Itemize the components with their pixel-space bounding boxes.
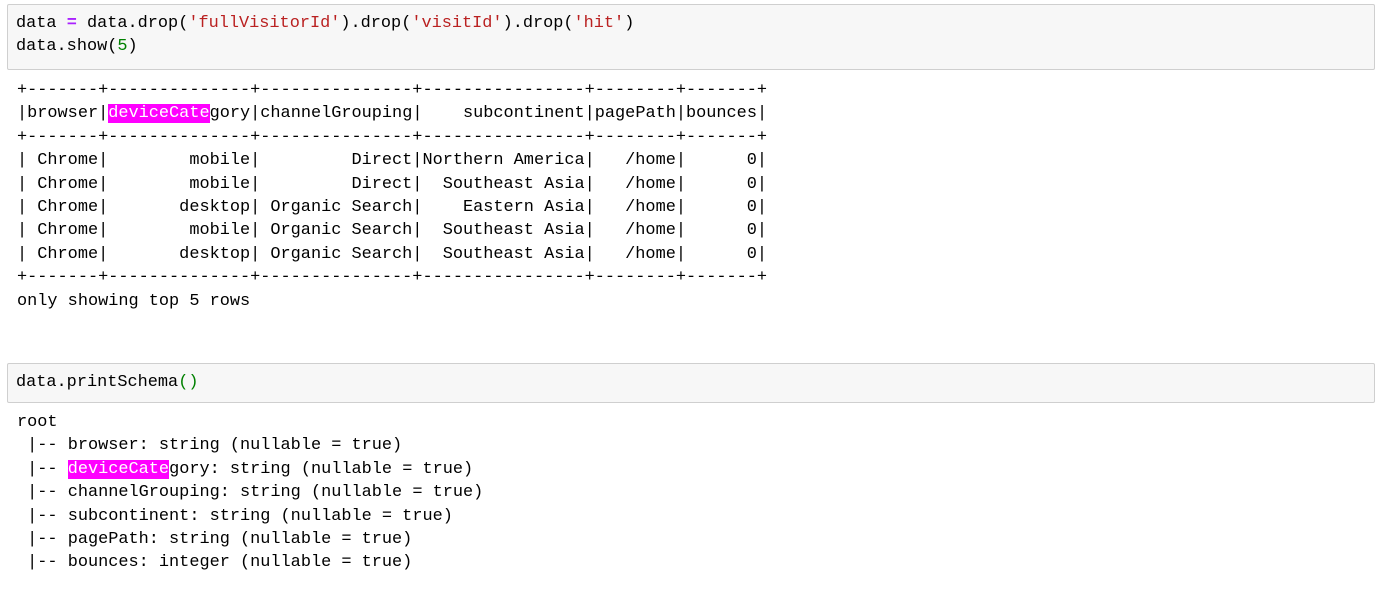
field-text: channelGrouping: string (nullable = true…: [67, 483, 484, 503]
tree-branch: |--: [17, 553, 68, 573]
field-text: subcontinent: string (nullable = true): [67, 506, 453, 526]
table-border: +-------+--------------+---------------+…: [17, 127, 768, 147]
number-literal: 5: [117, 37, 128, 57]
string-literal: 'fullVisitorId': [188, 14, 341, 33]
schema-field: |-- browser: string (nullable = true): [17, 434, 1367, 457]
schema-field: |-- channelGrouping: string (nullable = …: [17, 481, 1367, 504]
code-cell-print-schema[interactable]: data.printSchema(): [7, 363, 1375, 403]
tree-branch: |--: [17, 506, 68, 526]
table-row: | Chrome| mobile| Organic Search| Southe…: [17, 221, 768, 241]
table-row: | Chrome| mobile| Direct|Northern Americ…: [17, 151, 768, 171]
schema-root: root: [17, 413, 58, 432]
assign-operator: =: [66, 14, 77, 33]
code-token: data: [16, 14, 67, 33]
field-text: browser: string (nullable = true): [67, 436, 403, 456]
schema-field: |-- bounces: integer (nullable = true): [17, 551, 1367, 574]
code-line: data = data.drop('fullVisitorId').drop('…: [16, 12, 1374, 35]
field-text: pagePath: string (nullable = true): [67, 529, 413, 549]
tree-branch: |--: [17, 483, 68, 503]
code-token: data.printSchema: [16, 373, 179, 392]
output-footer: only showing top 5 rows: [17, 291, 251, 311]
schema-fields: |-- browser: string (nullable = true) |-…: [17, 434, 1367, 574]
field-text: bounces: integer (nullable = true): [67, 553, 413, 573]
table-rows: | Chrome| mobile| Direct|Northern Americ…: [17, 149, 1367, 266]
code-token: ): [624, 14, 635, 33]
tree-branch: |--: [17, 436, 68, 456]
table-row: | Chrome| desktop| Organic Search| South…: [17, 244, 768, 264]
code-token: (): [178, 373, 199, 392]
search-highlight: deviceCate: [67, 459, 170, 479]
code-token: data.drop(: [76, 14, 189, 33]
schema-field: |-- subcontinent: string (nullable = tru…: [17, 505, 1367, 528]
string-literal: 'hit': [573, 14, 625, 33]
header-text: gory|channelGrouping| subcontinent|pageP…: [209, 104, 768, 124]
code-token: data.show(: [16, 37, 118, 57]
code-cell-drop-columns[interactable]: data = data.drop('fullVisitorId').drop('…: [7, 4, 1375, 70]
tree-branch: |--: [17, 529, 68, 549]
code-token: ).drop(: [502, 14, 574, 33]
code-token: ): [127, 37, 138, 57]
schema-field: |-- deviceCategory: string (nullable = t…: [17, 458, 1367, 481]
code-line: data.show(5): [16, 35, 1374, 58]
cell-output-schema: root |-- browser: string (nullable = tru…: [17, 411, 1367, 575]
cell-output-table: +-------+--------------+---------------+…: [17, 79, 1367, 313]
table-row: | Chrome| mobile| Direct| Southeast Asia…: [17, 174, 768, 194]
table-border: +-------+--------------+---------------+…: [17, 268, 768, 288]
tree-branch: |--: [17, 459, 68, 479]
code-token: ).drop(: [340, 14, 412, 33]
table-border: +-------+--------------+---------------+…: [17, 81, 768, 100]
table-header: |browser|deviceCategory|channelGrouping|…: [17, 102, 1367, 125]
string-literal: 'visitId': [411, 14, 503, 33]
header-text: |browser|: [17, 104, 109, 124]
search-highlight: deviceCate: [108, 104, 210, 124]
field-text: gory: string (nullable = true): [169, 459, 474, 479]
table-row: | Chrome| desktop| Organic Search| Easte…: [17, 197, 768, 217]
schema-field: |-- pagePath: string (nullable = true): [17, 528, 1367, 551]
code-line: data.printSchema(): [16, 371, 1374, 394]
